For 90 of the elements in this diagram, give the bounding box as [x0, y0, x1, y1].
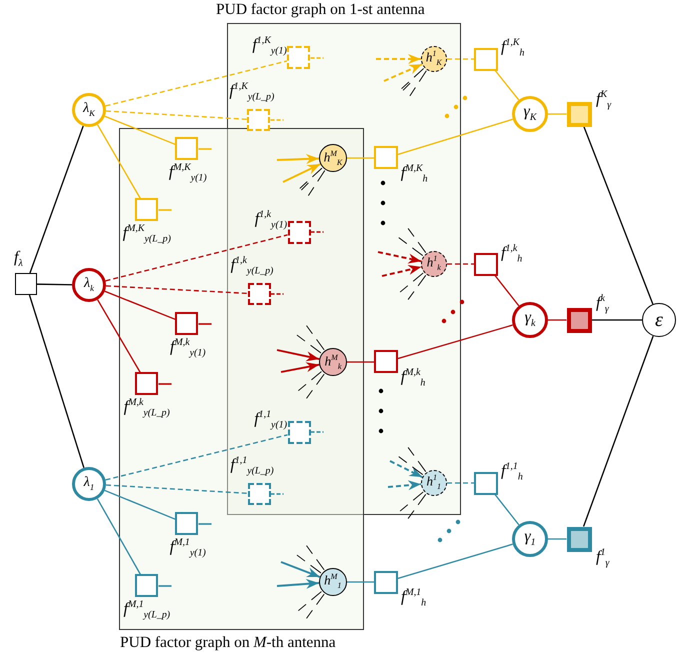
variable-node: [72, 467, 106, 501]
connector: [29, 126, 84, 274]
arrow: [378, 251, 422, 264]
arrow: [280, 362, 320, 373]
factor-node: [175, 512, 198, 536]
connector: [36, 284, 72, 286]
connector: [548, 113, 566, 115]
connector: [106, 110, 248, 120]
connector: [104, 490, 176, 520]
connector: [105, 234, 288, 282]
factor-node: [288, 220, 310, 244]
connector: [494, 275, 520, 306]
factor-node: [566, 102, 592, 126]
factor-node: [566, 526, 592, 552]
arrow: [282, 163, 321, 183]
node-label: γ$_{K}$: [524, 104, 536, 124]
arrow: [376, 54, 421, 64]
connector: [104, 116, 176, 146]
connector: [447, 482, 474, 484]
factor-node: [374, 350, 398, 374]
variable-node: [642, 303, 676, 337]
factor-node: [175, 137, 198, 160]
connector: [105, 60, 288, 107]
variable-node: [319, 348, 347, 376]
connector: [548, 319, 566, 321]
connector: [96, 124, 141, 199]
arrow: [382, 264, 422, 277]
arrow: [276, 349, 320, 362]
factor-node: [15, 273, 37, 295]
variable-node: [420, 46, 447, 72]
variable-node: [319, 144, 347, 172]
variable-node: [420, 470, 447, 496]
connector: [28, 294, 85, 468]
connector: [347, 157, 374, 159]
factor-node: [135, 372, 158, 396]
node-label: γ$_{1}$: [524, 529, 536, 549]
variable-node: [512, 521, 548, 557]
connector: [106, 484, 248, 494]
arrow: [390, 460, 423, 478]
connector: [494, 70, 520, 100]
connector: [105, 434, 288, 481]
node-label: λ$_{K}$: [83, 102, 95, 118]
connector: [398, 544, 513, 580]
node-label: λ$_{1}$: [84, 476, 94, 492]
panel-title: PUD factor graph on M-th antenna: [120, 635, 336, 650]
variable-node: [420, 250, 447, 277]
connector: [447, 58, 474, 60]
arrow: [384, 63, 422, 82]
arrow: [280, 561, 320, 578]
factor-node: [287, 46, 310, 70]
connector: [104, 290, 176, 320]
factor-node: [247, 108, 270, 131]
connector: [96, 498, 142, 575]
connector: [592, 319, 642, 321]
factor-node: [175, 312, 198, 336]
connector: [494, 494, 520, 526]
factor-node: [288, 420, 310, 444]
arrow: [276, 578, 320, 589]
factor-node: [135, 574, 158, 598]
factor-node: [566, 308, 592, 332]
panel-title: PUD factor graph on 1-st antenna: [216, 2, 425, 18]
connector: [97, 299, 141, 373]
factor-label: f$_{λ}$: [14, 250, 23, 270]
connector: [583, 126, 654, 304]
connector: [347, 361, 374, 363]
node-label: λ$_{k}$: [84, 277, 94, 293]
factor-node: [474, 48, 498, 70]
arrow: [388, 480, 422, 490]
connector: [548, 538, 566, 540]
variable-node: [512, 96, 548, 132]
variable-node: [512, 302, 548, 338]
factor-node: [374, 146, 398, 170]
factor-node: [474, 472, 498, 494]
arrow: [276, 154, 320, 164]
factor-node: [135, 198, 158, 222]
connector: [398, 118, 513, 155]
connector: [447, 263, 474, 265]
node-label: ε: [655, 310, 663, 330]
connector: [106, 285, 248, 294]
variable-node: [72, 93, 106, 127]
factor-node: [474, 252, 498, 276]
factor-node: [248, 483, 270, 505]
factor-node: [374, 570, 398, 594]
connector: [582, 336, 654, 527]
variable-node: [72, 268, 106, 302]
variable-node: [318, 568, 347, 596]
connector: [398, 324, 513, 360]
node-label: γ$_{k}$: [524, 310, 536, 330]
connector: [347, 581, 374, 583]
factor-node: [248, 283, 270, 305]
